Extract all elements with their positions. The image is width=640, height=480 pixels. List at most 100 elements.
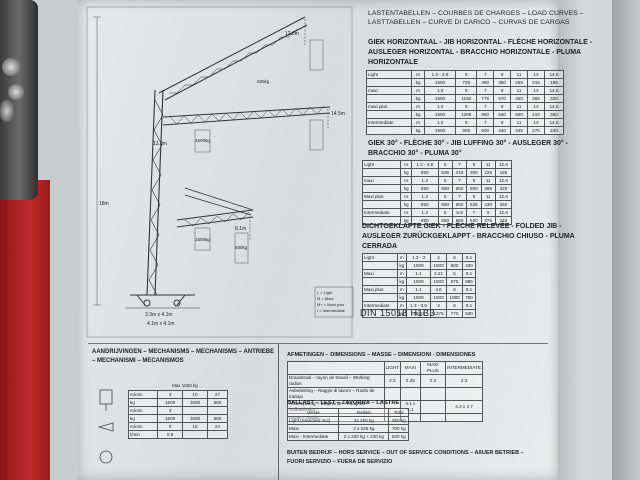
- table-cell: 5: [455, 118, 478, 127]
- table-cell: [419, 413, 447, 422]
- legend-item: I = Intermediate: [317, 308, 346, 313]
- table-cell: 240: [543, 126, 565, 135]
- weight-tag: 600kg: [257, 79, 270, 84]
- table-cell: 11: [480, 160, 496, 169]
- table-cell: 685: [462, 277, 476, 286]
- table-cell: 7: [476, 86, 495, 95]
- table-cell: 11: [510, 86, 529, 95]
- table-cell: 600: [446, 261, 464, 270]
- table-cell: 9: [493, 70, 512, 79]
- table-cell: Maxi: [286, 424, 340, 433]
- dim-label: 8.1m: [235, 226, 246, 232]
- table-cell: 905: [455, 126, 478, 135]
- table-header-cell: MAXI: [400, 361, 421, 375]
- table-cell: 365: [527, 94, 545, 103]
- table-cell: m/min: [127, 422, 159, 431]
- table-cell: 1500: [423, 126, 457, 135]
- table-cell: [362, 309, 398, 318]
- folded-jib-heading: DICHTGEKLAPTE GIEK - FLÈCHE RELEVÉE - FO…: [362, 223, 562, 230]
- table-cell: 12.6: [494, 192, 513, 201]
- table-cell: [361, 168, 402, 177]
- table-cell: 725: [455, 78, 478, 87]
- table-cell: 7: [476, 70, 495, 79]
- header-title-line: LASTENTABELLEN – COURBES DE CHARGES – LO…: [368, 10, 584, 17]
- table-cell: [362, 293, 398, 302]
- table-cell: 530: [462, 309, 476, 318]
- table-cell: 1500: [430, 293, 448, 302]
- dim-label: 18m: [99, 201, 109, 207]
- table-cell: 5: [455, 102, 478, 111]
- lower-panel-divider: [88, 343, 548, 344]
- table-cell: 2x 250 kg: [338, 416, 390, 425]
- table-cell: 375: [480, 216, 496, 225]
- table-cell: 1.1: [406, 285, 432, 294]
- table-cell: 480: [476, 78, 495, 87]
- table-cell: 7: [476, 102, 495, 111]
- table-cell: 830 kg: [388, 432, 409, 441]
- table-cell: kg: [411, 110, 425, 119]
- table-cell: 5: [437, 208, 453, 217]
- table-cell: 2.3: [419, 374, 447, 388]
- table-cell: kg: [400, 184, 412, 193]
- table-cell: 7: [451, 192, 468, 201]
- table-cell: 24: [206, 422, 229, 431]
- table-cell: 250 kg: [388, 416, 409, 425]
- table-cell: 9: [466, 160, 482, 169]
- table-cell: 360: [543, 110, 565, 119]
- table-cell: 9: [480, 208, 496, 217]
- mechanism-icons: [97, 389, 114, 464]
- table-cell: 410: [527, 110, 545, 119]
- table-cell: 600: [206, 398, 229, 407]
- table-cell: 9: [493, 86, 512, 95]
- table-cell: 750: [462, 293, 476, 302]
- table-cell: 9: [493, 118, 512, 127]
- table-cell: Asbelasting – Raggio di lavoro – Radio d…: [287, 387, 385, 401]
- table-cell: 11: [510, 70, 529, 79]
- dim-label: 13.8m: [153, 141, 167, 147]
- table-cell: 1.3: [410, 176, 439, 185]
- table-cell: Light: [361, 160, 402, 169]
- table-cell: 5.8: [451, 208, 468, 217]
- table-cell: 650: [451, 200, 468, 209]
- header-title-line: LASTTABELLEN – CURVE DI CARICO – CURVAS …: [368, 19, 570, 26]
- table-cell: 1500: [157, 414, 184, 423]
- table-cell: 13: [527, 70, 545, 79]
- table-cell: 350: [493, 78, 512, 87]
- table-cell: 2 x 225 kg: [338, 424, 390, 433]
- table-cell: 7: [451, 176, 468, 185]
- table-cell: 268: [510, 78, 529, 87]
- table-cell: 13: [527, 102, 545, 111]
- table-cell: 650: [410, 200, 439, 209]
- table-cell: m: [396, 269, 408, 278]
- table-cell: m/min: [127, 406, 159, 415]
- table-cell: 860: [476, 110, 495, 119]
- table-cell: 635: [437, 168, 453, 177]
- folded-jib-heading: CERRADA: [362, 243, 397, 250]
- table-cell: 2 x 225 kg + 230 kg: [338, 432, 390, 441]
- table-cell: 4.6: [430, 285, 448, 294]
- table-cell: 1.3: [423, 102, 457, 111]
- table-cell: 650: [410, 168, 439, 177]
- hook-lines: [249, 19, 329, 240]
- mechanisms-max-label: Max 1500 kg: [172, 383, 198, 388]
- table-cell: 3: [157, 390, 184, 399]
- dim-label: 14.5m: [331, 111, 345, 117]
- table-cell: [400, 387, 421, 401]
- table-cell: kg: [411, 94, 425, 103]
- table-cell: 320: [494, 184, 513, 193]
- table-cell: Maxi plus: [361, 192, 402, 201]
- table-cell: 1500: [423, 110, 457, 119]
- table-cell: [362, 261, 398, 270]
- mechanisms-heading: – MECHANISMI – MECANISMOS: [92, 358, 184, 364]
- table-cell: m: [411, 86, 425, 95]
